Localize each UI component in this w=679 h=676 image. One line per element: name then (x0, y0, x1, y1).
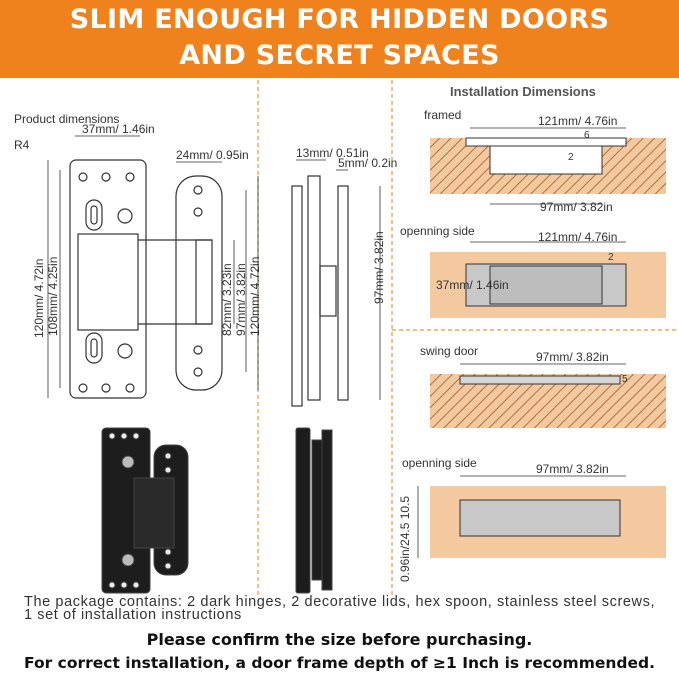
height-97-label: 97mm/ 3.82in (234, 263, 248, 336)
confirm-size-note: Please confirm the size before purchasin… (146, 630, 533, 649)
hinge-leaf-view (175, 175, 223, 391)
hinge-front-view (69, 159, 213, 399)
product-dimensions-label: Product dimensions (14, 112, 120, 126)
swing-door-section (430, 363, 666, 428)
opening-side-2-section (417, 475, 666, 558)
framed-label: framed (424, 108, 462, 122)
opening-side-1-small-2: 2 (608, 252, 614, 263)
framed-small-6: 6 (584, 130, 590, 141)
opening-side-2-width: 97mm/ 3.82in (536, 462, 609, 476)
opening-side-1-width: 121mm/ 4.76in (538, 230, 618, 244)
framed-small-2: 2 (568, 152, 574, 163)
leaf-width-label: 24mm/ 0.95in (176, 148, 249, 162)
black-hinge-side-photo (295, 427, 333, 594)
radius-label: R4 (14, 138, 30, 152)
header-banner: SLIM ENOUGH FOR HIDDEN DOORS AND SECRET … (0, 0, 679, 78)
side-height-97-label: 97mm/ 3.82in (372, 231, 386, 304)
framed-width-bottom: 97mm/ 3.82in (540, 200, 613, 214)
opening-side-2-label: openning side (402, 456, 477, 470)
package-contents-note: The package contains: 2 dark hinges, 2 d… (24, 594, 656, 623)
thickness-13-label: 13mm/ 0.51in (296, 146, 369, 160)
banner-title-line-2: AND SECRET SPACES (179, 40, 500, 71)
opening-side-1-label: openning side (400, 224, 475, 238)
plate-width-label: 37mm/ 1.46in (82, 122, 155, 136)
swing-door-width: 97mm/ 3.82in (536, 350, 609, 364)
black-hinge-photo (101, 427, 189, 594)
opening-side-1-section (430, 241, 666, 318)
installation-depth-note: For correct installation, a door frame d… (24, 654, 655, 672)
swing-door-small-5: 5 (622, 374, 628, 385)
dimension-lines-side (296, 159, 381, 400)
dimension-lines-left (47, 135, 259, 398)
opening-side-2-side-dims: 0.96in/24.5 10.5 (398, 495, 412, 582)
opening-side-1-depth: 37mm/ 1.46in (436, 278, 509, 292)
installation-title: Installation Dimensions (450, 84, 596, 99)
height-total-label: 120mm/ 4.72in (32, 258, 46, 338)
framed-width-top: 121mm/ 4.76in (538, 114, 618, 128)
hinge-side-view (291, 175, 349, 407)
banner-title-line-1: SLIM ENOUGH FOR HIDDEN DOORS (69, 4, 610, 35)
framed-section (430, 127, 666, 205)
height-82-label: 82mm/ 3.23in (220, 263, 234, 336)
thickness-5-label: 5mm/ 0.2in (338, 156, 398, 170)
swing-door-label: swing door (420, 344, 479, 358)
height-120b-label: 120mm/ 4.72in (248, 256, 262, 336)
height-108-label: 108mm/ 4.25in (46, 256, 60, 336)
